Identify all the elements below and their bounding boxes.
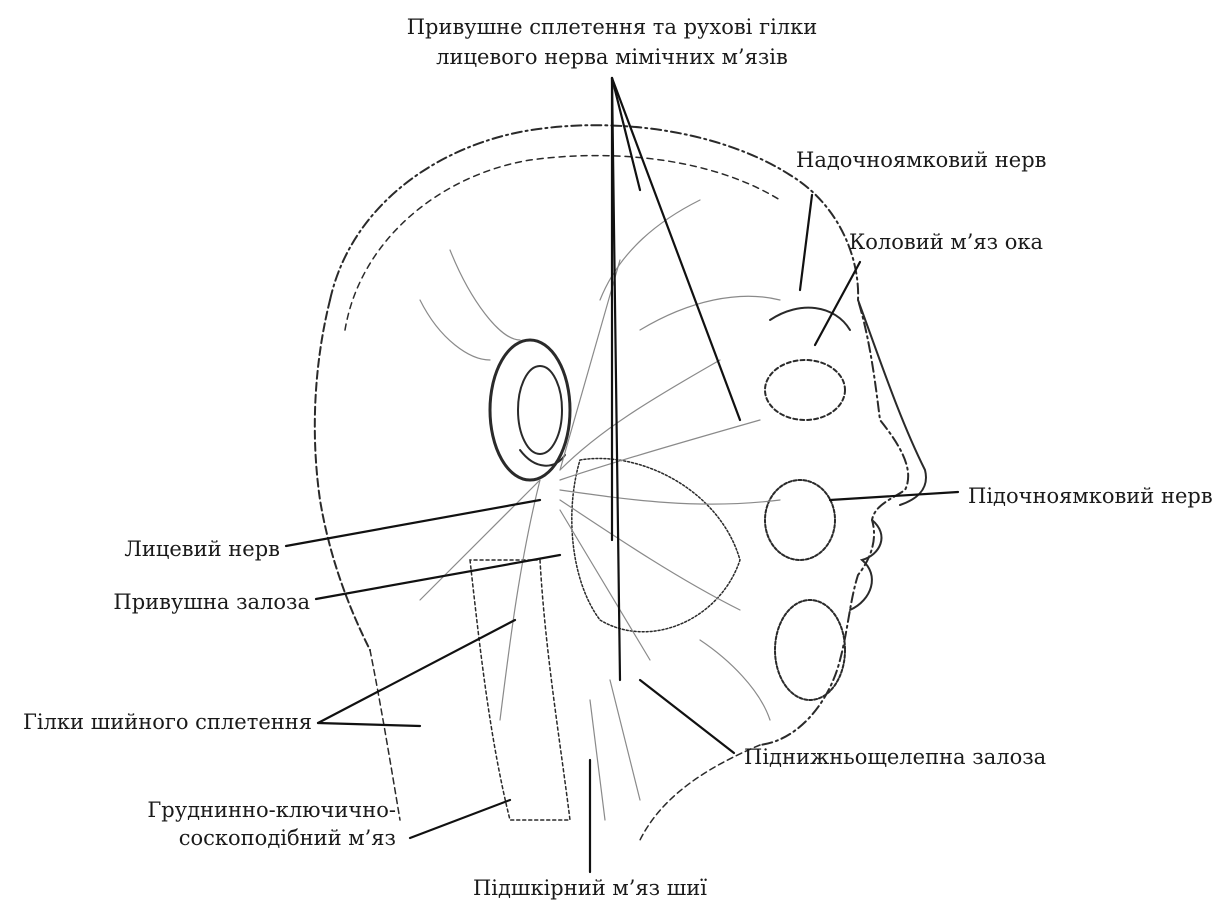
leader-submandibular bbox=[640, 680, 734, 753]
label-top-line2: лицевого нерва мімічних м’язів bbox=[352, 44, 872, 70]
leader-top-b bbox=[612, 78, 620, 680]
label-infraorbital-nerve: Підочноямковий нерв bbox=[968, 483, 1213, 509]
leader-top-d bbox=[612, 78, 640, 190]
leader-infraorbital bbox=[830, 492, 958, 500]
neck-back-outline bbox=[370, 650, 400, 820]
leader-cervical-b bbox=[318, 723, 420, 726]
leader-parotid bbox=[316, 555, 560, 599]
leader-supraorbital bbox=[800, 195, 812, 290]
leader-orbicularis bbox=[815, 262, 860, 345]
brow bbox=[770, 308, 850, 330]
chin-muscle bbox=[775, 600, 845, 700]
label-parotid-gland: Привушна залоза bbox=[40, 589, 310, 615]
leader-top-c bbox=[612, 78, 740, 420]
orbicularis-oris bbox=[765, 480, 835, 560]
ear-inner bbox=[518, 366, 562, 454]
neck-front-outline bbox=[640, 745, 760, 840]
label-facial-nerve: Лицевий нерв bbox=[60, 536, 280, 562]
label-scm-line2: соскоподібний м’яз bbox=[100, 825, 396, 851]
label-scm-line1: Груднинно-ключично- bbox=[100, 797, 396, 823]
label-platysma: Підшкірний м’яз шиї bbox=[440, 875, 740, 901]
eye-region bbox=[765, 360, 845, 420]
leader-scm bbox=[410, 800, 510, 838]
label-supraorbital-nerve: Надочноямковий нерв bbox=[796, 147, 1046, 173]
nose-profile bbox=[858, 300, 926, 505]
label-top-line1: Привушне сплетення та рухові гілки bbox=[352, 14, 872, 40]
masseter bbox=[572, 458, 740, 631]
label-submandibular-gland: Піднижньощелепна залоза bbox=[744, 744, 1046, 770]
label-cervical-branches: Гілки шийного сплетення bbox=[8, 709, 312, 735]
label-orbicularis-oculi: Коловий м’яз ока bbox=[849, 229, 1043, 255]
scalp-inner-outline bbox=[345, 156, 780, 330]
lip-profile bbox=[850, 520, 881, 610]
leader-cervical-a bbox=[318, 620, 515, 723]
scm-muscle bbox=[470, 560, 570, 820]
